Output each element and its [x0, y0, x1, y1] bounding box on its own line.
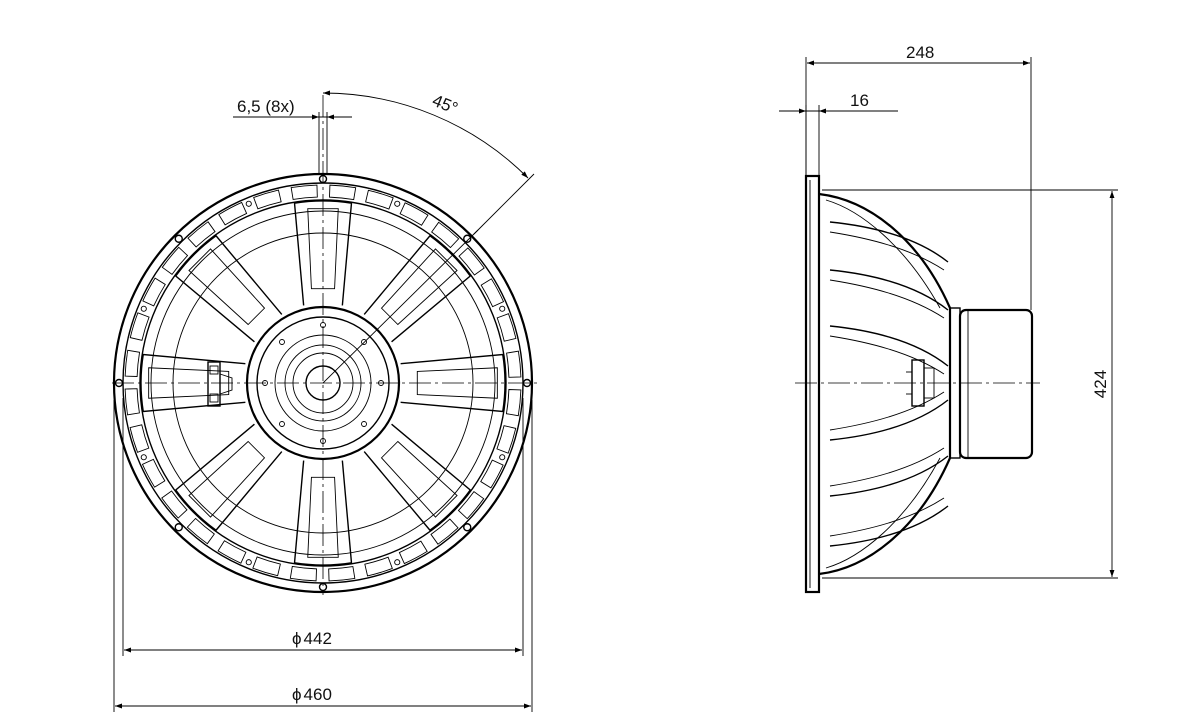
hole-dimension-label: 6,5 (8x): [237, 97, 295, 116]
spoke: [140, 353, 246, 413]
rim-slot: [496, 313, 517, 342]
rim-slot: [186, 517, 215, 545]
motor-bolt: [361, 421, 367, 427]
rim-hole: [140, 454, 147, 461]
rim-hole: [499, 454, 506, 461]
side-rib: [829, 325, 949, 367]
mount-hole: [174, 523, 183, 532]
rim-hole: [140, 305, 147, 312]
rim-slot: [161, 490, 188, 519]
rim-slot: [290, 184, 318, 200]
rim-hole: [394, 559, 401, 566]
rim-slots: [124, 184, 522, 582]
rim-slot: [430, 518, 459, 545]
rim-hole: [394, 200, 401, 207]
rim-slot: [141, 458, 166, 488]
rim-slot: [458, 247, 485, 276]
mounting-flange: [804, 174, 821, 594]
rim-hole: [499, 305, 506, 312]
side-view: 248 16 424: [779, 43, 1118, 594]
rim-slot: [480, 278, 505, 308]
rim-slot: [399, 202, 429, 226]
side-rib: [829, 269, 949, 311]
motor-bolt: [279, 339, 285, 345]
rim-slot: [328, 566, 356, 582]
rim-hole: [245, 559, 252, 566]
rim-slot: [505, 389, 522, 417]
rim-slot: [142, 277, 166, 307]
rim-slot: [252, 556, 281, 577]
height-label: 424: [1091, 370, 1110, 398]
spoke: [174, 234, 283, 343]
rim-slot: [480, 459, 504, 489]
side-rib: [829, 505, 949, 547]
rim-slot: [457, 491, 485, 520]
angle-label: 45°: [430, 91, 461, 118]
angle-ref-line: [322, 229, 479, 384]
terminal-block: [207, 361, 233, 407]
motor-bolt: [279, 421, 285, 427]
rim-slot: [129, 312, 150, 341]
rim-hole: [245, 200, 252, 207]
rim-slot: [329, 184, 357, 201]
rim-slot: [218, 201, 248, 226]
rim-slot: [289, 565, 317, 582]
rim-slot: [187, 221, 216, 248]
depth-label: 248: [906, 43, 934, 62]
mount-hole: [174, 234, 183, 243]
rim-slot: [124, 388, 140, 416]
rim-slot: [253, 189, 282, 210]
basket-outline: [818, 192, 952, 576]
rim-slot: [161, 246, 189, 275]
side-rib: [829, 455, 949, 497]
angle-arc: [322, 90, 529, 179]
basket-spokes: [140, 200, 506, 566]
rim-slot: [365, 189, 394, 210]
rim-slot: [129, 424, 150, 453]
side-rib: [829, 221, 949, 263]
basket-ribs: [829, 221, 949, 547]
rim-slot: [496, 425, 517, 454]
spoke: [400, 353, 506, 413]
rim-slot: [124, 349, 141, 377]
spoke: [363, 423, 472, 532]
mount-hole: [463, 523, 472, 532]
rim-slot: [398, 540, 428, 565]
rim-slot: [217, 540, 247, 564]
flange-thickness-label: 16: [850, 91, 869, 110]
spoke: [174, 423, 283, 532]
spoke: [363, 234, 472, 343]
side-rib: [829, 399, 949, 441]
rim-slot: [431, 221, 460, 249]
magnet-assembly: [958, 308, 1034, 460]
rim-slot: [506, 350, 522, 378]
mount-hole: [463, 234, 472, 243]
rim-slot: [364, 556, 393, 577]
motor-bolt: [361, 339, 367, 345]
